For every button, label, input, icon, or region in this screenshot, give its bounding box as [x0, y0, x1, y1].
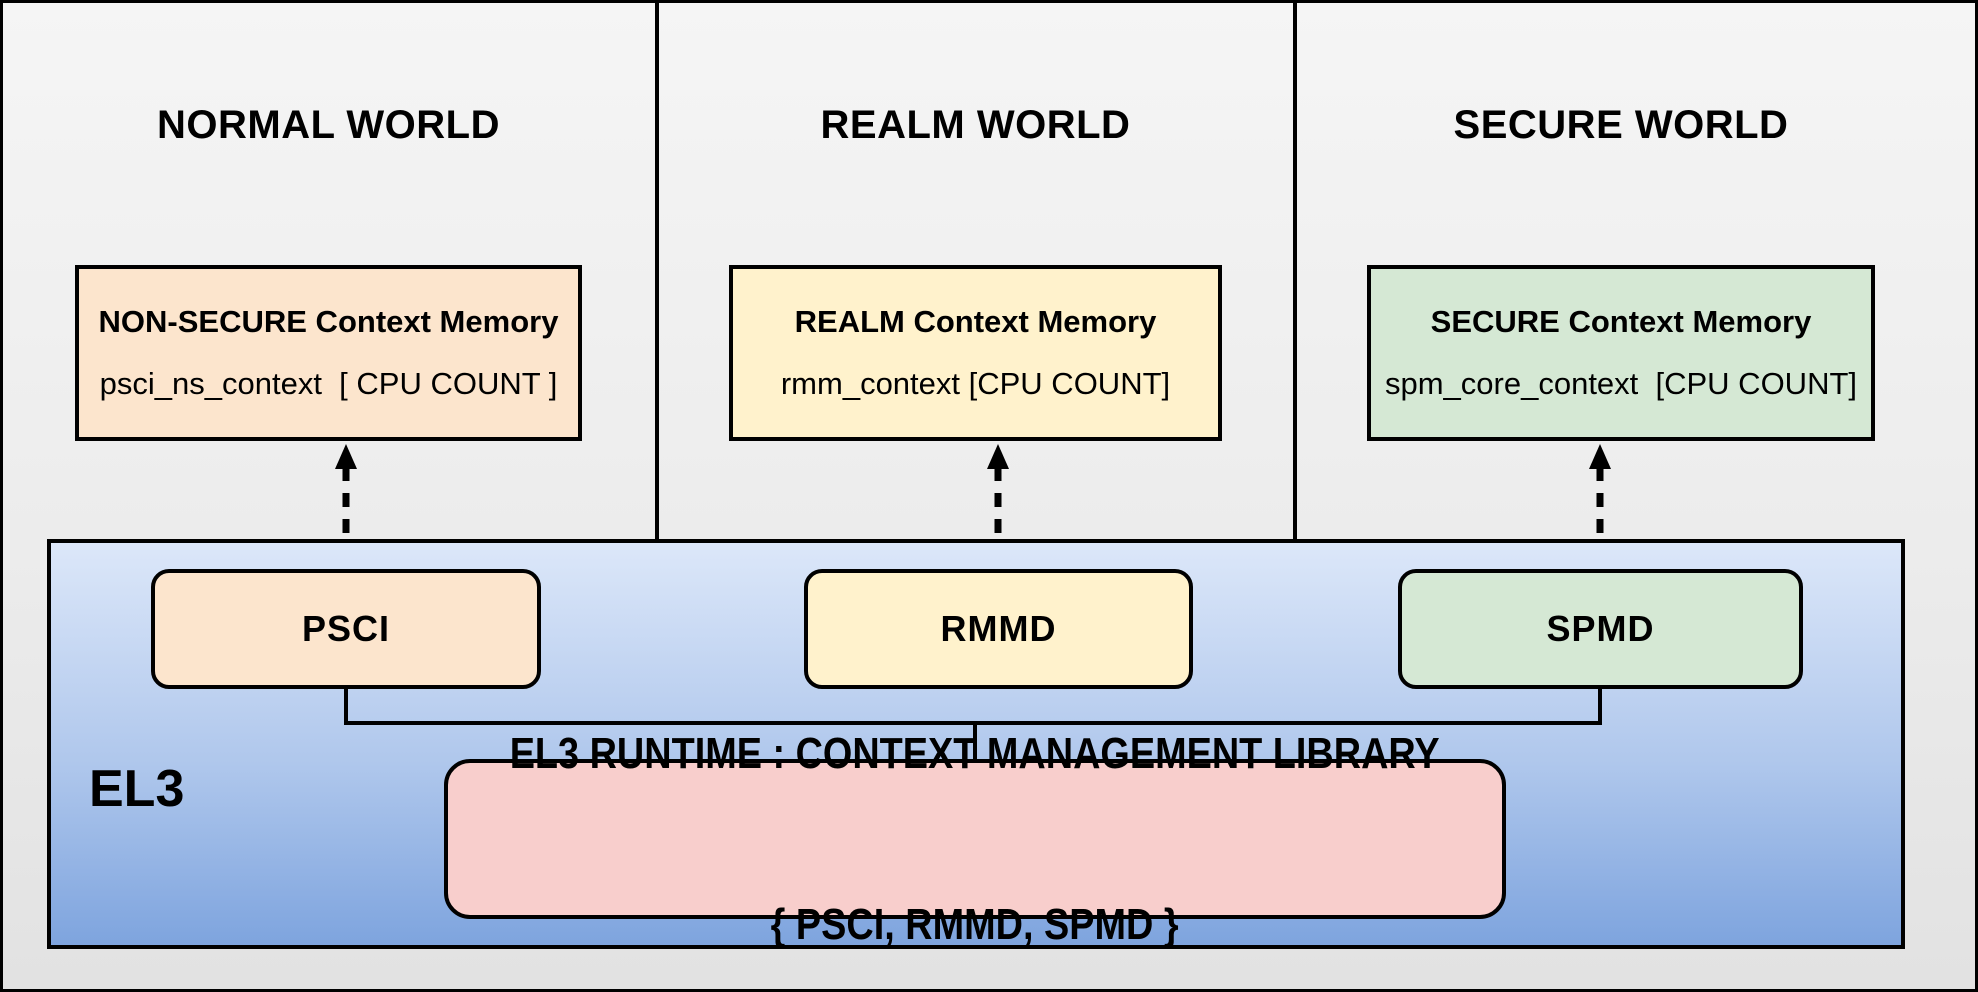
world-divider-realm-secure	[1293, 3, 1297, 539]
non-secure-context-memory-box: NON-SECURE Context Memory psci_ns_contex…	[75, 265, 582, 441]
secure-context-memory-heading: SECURE Context Memory	[1430, 304, 1812, 339]
world-divider-normal-realm	[655, 3, 659, 539]
el3-runtime-box: EL3 RUNTIME : CONTEXT MANAGEMENT LIBRARY…	[444, 729, 1506, 949]
normal-world-title: NORMAL WORLD	[157, 103, 500, 147]
spmd-box: SPMD	[1398, 569, 1803, 689]
el3-runtime-line1: EL3 RUNTIME : CONTEXT MANAGEMENT LIBRARY	[510, 728, 1440, 778]
el3-label: EL3	[89, 760, 185, 818]
runtime-connector-line	[973, 723, 977, 761]
secure-context-memory-box: SECURE Context Memory spm_core_context […	[1367, 265, 1875, 441]
secure-world-title: SECURE WORLD	[1453, 103, 1789, 147]
psci-box: PSCI	[151, 569, 541, 689]
rmmd-box: RMMD	[804, 569, 1193, 689]
el3-runtime-line2: { PSCI, RMMD, SPMD }	[771, 900, 1179, 950]
non-secure-context-memory-detail: psci_ns_context [ CPU COUNT ]	[99, 366, 558, 401]
non-secure-context-memory-heading: NON-SECURE Context Memory	[98, 304, 559, 339]
el3-runtime-text: EL3 RUNTIME : CONTEXT MANAGEMENT LIBRARY…	[510, 610, 1440, 989]
psci-connector-line	[344, 687, 348, 725]
realm-context-memory-box: REALM Context Memory rmm_context [CPU CO…	[729, 265, 1222, 441]
realm-context-memory-detail: rmm_context [CPU COUNT]	[780, 366, 1171, 401]
realm-world-title: REALM WORLD	[820, 103, 1131, 147]
spmd-connector-line	[1598, 687, 1602, 725]
realm-context-memory-heading: REALM Context Memory	[794, 304, 1157, 339]
secure-context-memory-detail: spm_core_context [CPU COUNT]	[1384, 366, 1858, 401]
